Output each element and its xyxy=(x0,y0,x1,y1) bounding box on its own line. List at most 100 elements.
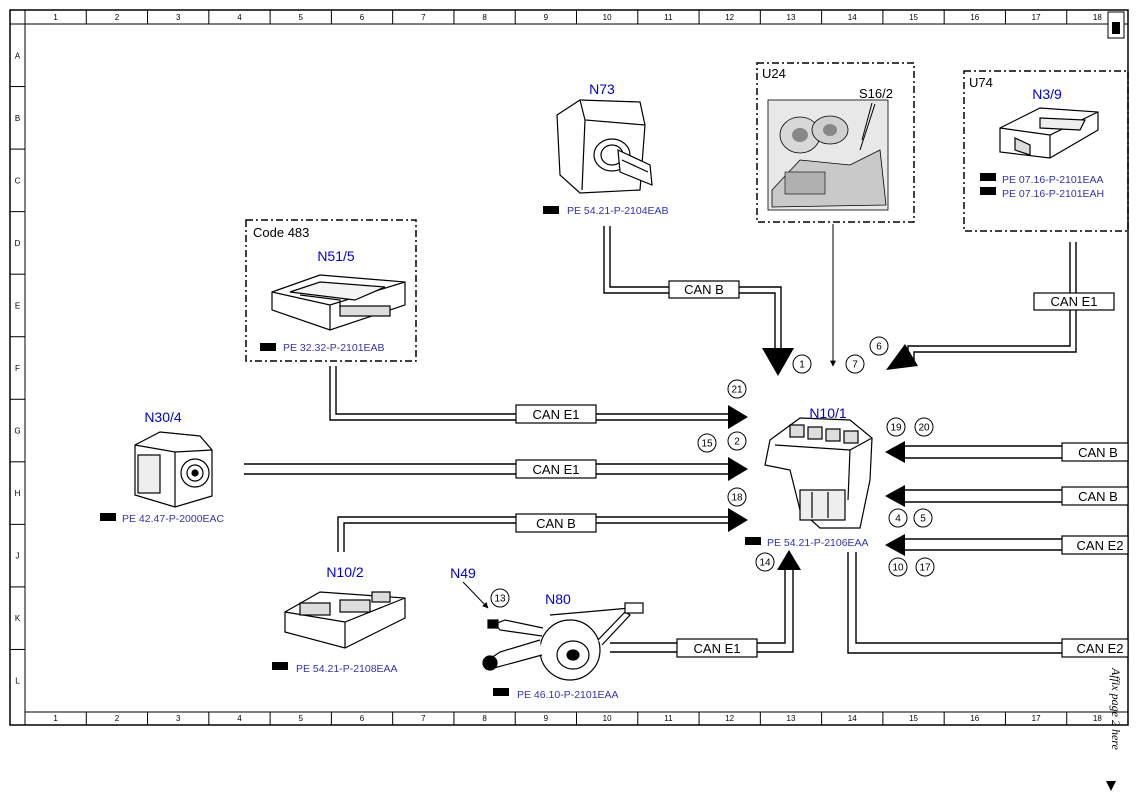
pointing-hand-icon xyxy=(980,187,996,195)
pin-number: 15 xyxy=(697,433,717,453)
pin-number: 17 xyxy=(915,557,935,577)
u24-box xyxy=(756,62,915,223)
arrowhead-pin14 xyxy=(777,550,801,570)
pin-number: 7 xyxy=(845,354,865,374)
ref-u74-b: PE 07.16-P-2101EAH xyxy=(980,187,1104,200)
ref-n30-4: PE 42.47-P-2000EAC xyxy=(100,513,225,525)
component-code: N30/4 xyxy=(144,409,182,425)
svg-text:19: 19 xyxy=(890,423,902,434)
grid-row-label: E xyxy=(15,301,20,310)
grid-column-label: 15 xyxy=(909,714,918,723)
bus-label: CAN B xyxy=(1078,445,1118,460)
svg-text:6: 6 xyxy=(876,342,882,353)
grid-column-label: 17 xyxy=(1032,13,1041,22)
reference-labels: PE 54.21-P-2104EAB PE 07.16-P-2101EAA PE… xyxy=(100,173,1104,701)
svg-text:PE 54.21-P-2104EAB: PE 54.21-P-2104EAB xyxy=(567,205,669,217)
grid-row-label: F xyxy=(15,364,20,373)
grid-column-label: 6 xyxy=(360,13,365,22)
grid-column-label: 15 xyxy=(909,13,918,22)
n49-leader xyxy=(462,581,489,609)
grid-row-label: K xyxy=(15,614,21,623)
svg-text:14: 14 xyxy=(759,558,771,569)
svg-text:17: 17 xyxy=(919,563,931,574)
grid-column-label: 4 xyxy=(237,13,242,22)
bus-label: CAN E1 xyxy=(1051,294,1098,309)
pin-number: 14 xyxy=(755,552,775,572)
grid-column-label: 11 xyxy=(664,13,673,22)
bus-label-texts: CAN B CAN E1 CAN E1 CAN E1 CAN B CAN E1 … xyxy=(533,282,1124,656)
grid-column-label: 18 xyxy=(1093,13,1102,22)
component-codes: N73 N3/9 N51/5 N30/4 N10/1 N10/2 N49 N80 xyxy=(144,81,1062,607)
svg-text:1: 1 xyxy=(799,360,805,371)
grid-column-label: 12 xyxy=(725,13,734,22)
svg-text:PE 54.21-P-2108EAA: PE 54.21-P-2108EAA xyxy=(296,663,398,675)
grid-row-label: L xyxy=(15,677,20,686)
u24-photo xyxy=(767,99,889,211)
n10-1-drawing xyxy=(764,417,873,529)
pointing-hand-icon xyxy=(543,206,559,214)
u24-label: U24 xyxy=(762,66,786,81)
pin-number: 5 xyxy=(913,508,933,528)
s16-2-label: S16/2 xyxy=(859,86,893,101)
grid-column-label: 10 xyxy=(603,714,612,723)
grid-column-label: 4 xyxy=(237,714,242,723)
grid-column-label: 13 xyxy=(787,714,796,723)
arrowhead-row2 xyxy=(728,457,748,481)
bus-label-boxes xyxy=(515,280,1129,658)
grid-column-label: 7 xyxy=(421,13,426,22)
component-code: N80 xyxy=(545,591,571,607)
bus-label: CAN B xyxy=(536,516,576,531)
component-code: N73 xyxy=(589,81,615,97)
svg-text:7: 7 xyxy=(852,360,858,371)
component-code: N49 xyxy=(450,565,476,581)
n3-9-drawing xyxy=(999,107,1099,159)
grid-column-label: 14 xyxy=(848,13,857,22)
grid-row-label: G xyxy=(14,427,20,436)
pin-number: 2 xyxy=(727,431,747,451)
pin-number: 4 xyxy=(888,508,908,528)
grid-column-label: 8 xyxy=(482,714,487,723)
arrowhead-right1 xyxy=(885,441,905,463)
svg-text:2: 2 xyxy=(734,437,740,448)
bus-label: CAN E2 xyxy=(1077,538,1124,553)
pin-number: 13 xyxy=(490,588,510,608)
bus-label: CAN E1 xyxy=(533,407,580,422)
ref-n73: PE 54.21-P-2104EAB xyxy=(543,205,669,217)
grid-column-label: 11 xyxy=(664,714,673,723)
bus-label: CAN E2 xyxy=(1077,641,1124,656)
grid-column-label: 5 xyxy=(299,13,304,22)
grid-column-label: 17 xyxy=(1032,714,1041,723)
arrowhead-right3 xyxy=(885,534,905,556)
grid-column-label: 12 xyxy=(725,714,734,723)
grid-row-label: D xyxy=(15,239,21,248)
component-code: N51/5 xyxy=(317,248,355,264)
n80-drawing xyxy=(482,602,644,681)
grid-column-label: 13 xyxy=(787,13,796,22)
pin-number: 6 xyxy=(869,336,889,356)
ref-n10-2: PE 54.21-P-2108EAA xyxy=(272,662,398,675)
svg-text:PE 07.16-P-2101EAH: PE 07.16-P-2101EAH xyxy=(1002,188,1104,200)
pointing-hand-icon xyxy=(493,688,509,696)
svg-text:PE 07.16-P-2101EAA: PE 07.16-P-2101EAA xyxy=(1002,174,1104,186)
n10-2-drawing xyxy=(284,591,406,649)
grid-row-label: A xyxy=(15,51,21,60)
arrowhead-right2 xyxy=(885,485,905,507)
ref-n10-1: PE 54.21-P-2106EAA xyxy=(745,537,869,549)
grid-column-label: 8 xyxy=(482,13,487,22)
grid-column-label: 9 xyxy=(544,13,549,22)
grid-column-label: 1 xyxy=(53,13,58,22)
grid-column-label: 18 xyxy=(1093,714,1102,723)
pin-number: 21 xyxy=(727,379,747,399)
svg-text:PE 42.47-P-2000EAC: PE 42.47-P-2000EAC xyxy=(122,513,225,525)
s16-2-leader xyxy=(861,102,873,141)
grid-column-label: 1 xyxy=(53,714,58,723)
svg-text:PE 46.10-P-2101EAA: PE 46.10-P-2101EAA xyxy=(517,689,619,701)
arrowhead-pin1 xyxy=(762,348,794,376)
pointing-hand-icon xyxy=(100,513,116,521)
bus-label: CAN B xyxy=(1078,489,1118,504)
pin-number: 1 xyxy=(792,354,812,374)
grid-row-label: J xyxy=(16,552,20,561)
